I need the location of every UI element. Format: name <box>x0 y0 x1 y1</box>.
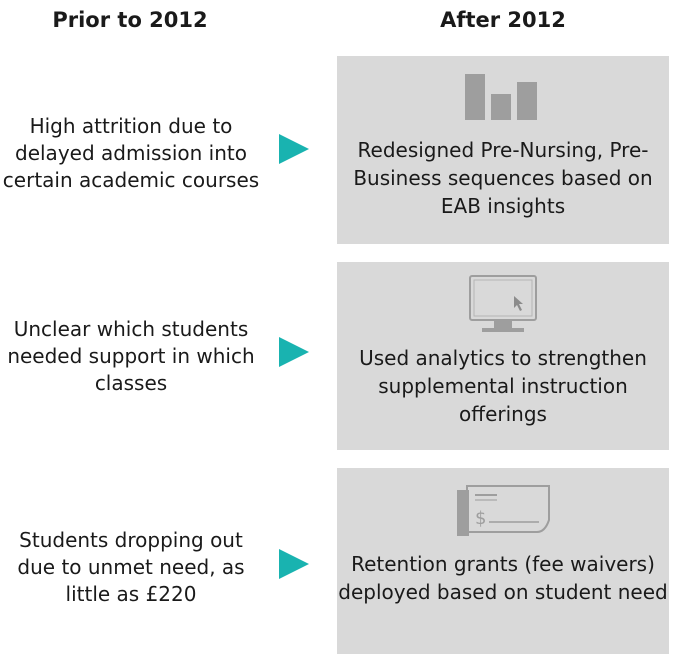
right-arrow-icon <box>279 134 309 164</box>
after-column-header: After 2012 <box>440 8 566 32</box>
right-arrow-icon <box>279 549 309 579</box>
computer-monitor-icon <box>469 275 537 332</box>
after-panel-analytics: Used analytics to strengthen supplementa… <box>337 262 669 450</box>
after-item-redesign: Redesigned Pre-Nursing, Pre-Business seq… <box>353 138 653 218</box>
after-item-analytics: Used analytics to strengthen supplementa… <box>359 346 647 426</box>
bar-chart-icon <box>465 74 537 120</box>
right-arrow-icon <box>279 337 309 367</box>
after-panel-grants: $ Retention grants (fee waivers) deploye… <box>337 468 669 654</box>
after-panel-redesign: Redesigned Pre-Nursing, Pre-Business seq… <box>337 56 669 244</box>
after-item-grants: Retention grants (fee waivers) deployed … <box>338 552 668 604</box>
prior-item-unclear-support: Unclear which students needed support in… <box>7 316 255 395</box>
prior-item-attrition: High attrition due to delayed admission … <box>2 113 260 192</box>
prior-item-unmet-need: Students dropping out due to unmet need,… <box>17 527 245 606</box>
prior-column-header: Prior to 2012 <box>52 8 208 32</box>
check-icon: $ <box>457 485 550 536</box>
cheque-dollar-sign: $ <box>475 508 486 529</box>
